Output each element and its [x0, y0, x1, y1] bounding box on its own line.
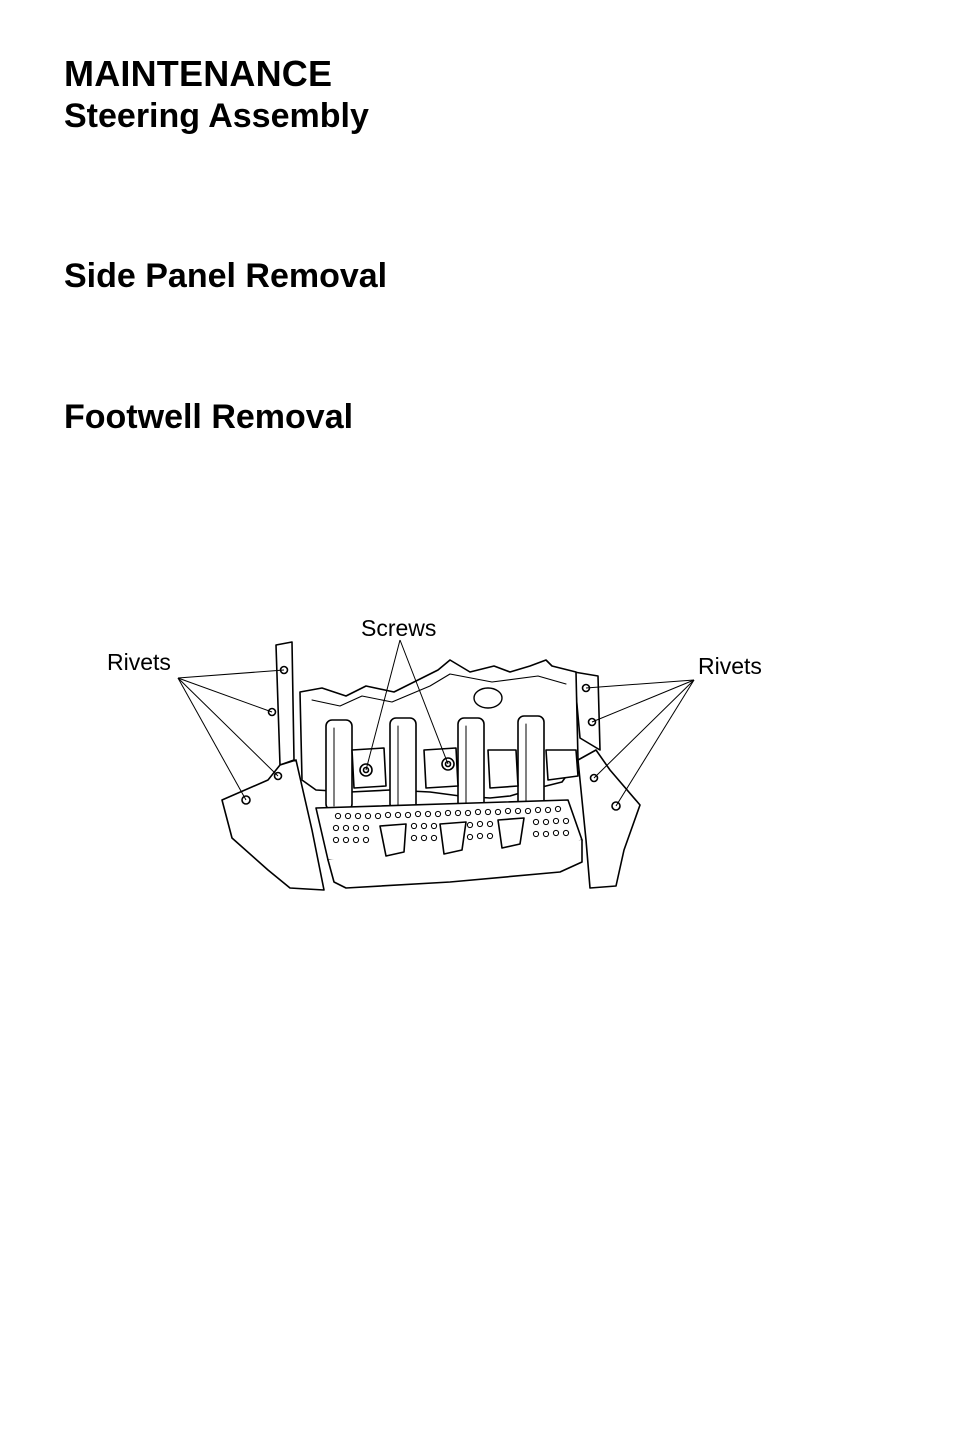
footwell-drawing [221, 641, 641, 891]
page-subtitle: Steering Assembly [64, 97, 369, 135]
page-title: MAINTENANCE [64, 53, 333, 94]
rivets-callout-right: Rivets [698, 653, 762, 679]
side-panel-removal-heading: Side Panel Removal [64, 257, 388, 295]
footwell-figure: Rivets Screws Rivets [90, 600, 810, 900]
screws-callout: Screws [361, 615, 436, 641]
leader-lines [177, 639, 695, 807]
footwell-removal-heading: Footwell Removal [64, 398, 354, 436]
rivets-callout-left: Rivets [107, 649, 171, 675]
